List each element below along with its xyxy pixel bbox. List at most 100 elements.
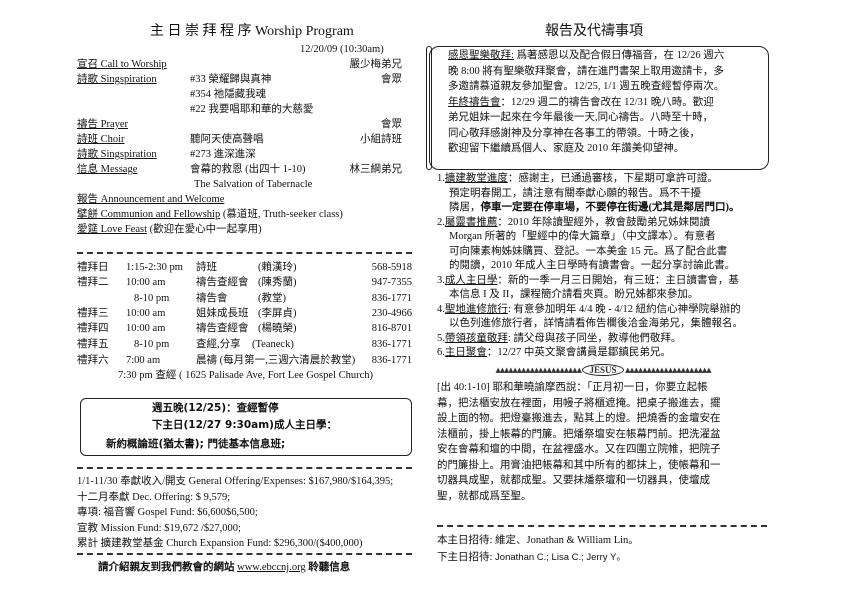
- program-item-label: 詩班 Choir: [77, 134, 125, 145]
- schedule-event: 查經,分享: [196, 339, 241, 350]
- scripture-line: 設上面的物。把燈臺搬進去，點其上的燈。把燒香的金壇安在: [437, 413, 721, 424]
- schedule-time: 7:00 am: [126, 355, 161, 366]
- program-item-label: 報告 Announcement and Welcome: [77, 194, 225, 205]
- item-number: 1.: [437, 173, 445, 184]
- schedule-contact: (Teaneck): [252, 339, 294, 350]
- announcement-item: 3.成人主日學：新的一季一月三日開始，有三班：主日讀書會，基本信息 I 及 II…: [437, 274, 743, 303]
- schedule-phone: 836-1771: [371, 339, 412, 350]
- schedule-phone: 836-1771: [371, 355, 412, 366]
- item-title: 屬靈書推薦: [444, 216, 498, 228]
- announcement-line: 2.屬靈書推薦：2010 年除讀聖經外，教會鼓勵弟兄姊妹閱讀: [437, 216, 743, 231]
- schedule-time: 10:00 am: [126, 323, 166, 334]
- schedule-contact: (教堂): [258, 293, 286, 304]
- announcement-line: 隣居，停車一定要在停車場，不要停在街邊(尤其是鄰居門口)。: [437, 201, 743, 216]
- program-item-detail: 聽阿天使高聲唱: [190, 134, 264, 145]
- schedule-phone: 836-1771: [371, 293, 412, 304]
- scripture-line: 法櫃前，掛上帳幕的門簾。把燔祭壇安在帳幕門前。把洗濯盆: [437, 428, 721, 440]
- item-title: 擴建教堂進度: [444, 173, 508, 184]
- program-title: 主 日 崇 拜 程 序 Worship Program: [150, 24, 354, 39]
- item-number: 4.: [437, 303, 445, 315]
- scripture-line: [出 40:1-10] 耶和華曉諭摩西說：「正月初一日，你要立起帳: [437, 382, 708, 393]
- announcement-text: 晚 8:00 將有聖樂敬拜聚會，請在進門書架上取用邀請卡，多: [448, 65, 724, 77]
- announcement-line: 感恩聖樂敬拜: 爲著感恩以及配合假日傳福音，在 12/26 週六: [448, 48, 724, 64]
- program-item-person: 小組詩班: [360, 134, 402, 145]
- announcement-text: ：12/29 週二的禱告會改在 12/31 晚八時。歡迎: [500, 96, 714, 108]
- program-item-detail: #22 我要唱耶和華的大慈愛: [190, 104, 314, 115]
- announcement-text: 同心敬拜感謝神及分享神在各事工的帶領。十時之後，: [448, 127, 700, 139]
- schedule-time: 1:15-2:30 pm: [126, 262, 183, 273]
- footer-text: 聆聽信息: [305, 562, 351, 573]
- program-item-label: 愛筵 Love Feast: [77, 224, 147, 235]
- program-extra-item: 報告 Announcement and Welcome: [77, 193, 224, 206]
- item-title: 帶領孩童敬拜: [444, 332, 508, 344]
- announcement-line: 1.擴建教堂進度：感謝主，已通過審核，下星期可拿許可證。: [437, 172, 743, 187]
- schedule-day: 禮拜三: [77, 308, 109, 319]
- schedule-event: 詩班: [196, 262, 217, 273]
- scripture-line: 的門簾掛上。用膏油把帳幕和其中所有的都抹上，使帳幕和一: [437, 459, 721, 471]
- website-link[interactable]: www.ebccnj.org: [237, 562, 306, 573]
- schedule-event: 晨禱 (每月第一,三週六清晨於教堂): [196, 355, 356, 366]
- service-date: 12/20/09 (10:30am): [300, 44, 384, 55]
- schedule-phone: 230-4966: [371, 308, 412, 319]
- scripture-passage: [出 40:1-10] 耶和華曉諭摩西說：「正月初一日，你要立起帳幕，把法櫃安放…: [437, 380, 721, 504]
- schedule-time: 10:00 am: [126, 277, 166, 288]
- program-item-label: 詩歌 Singspiration: [77, 74, 157, 85]
- program-extra-item: 愛筵 Love Feast (歡迎在愛心中一起享用): [77, 223, 262, 236]
- program-item-detail: 會幕的救恩 (出四十 1-10): [190, 164, 306, 175]
- item-text: 預定明春開工，請注意有關奉獻心願的報告。爲不干擾: [449, 187, 701, 199]
- scripture-line: 切器具成聖，就都成聖。又要抹燔祭壇和一切器具，使壇成: [437, 475, 710, 486]
- program-item-label: 擘餅 Communion and Fellowship: [77, 209, 221, 220]
- announcement-line: 6.主日聚會：12/27 中英文聚會講員是鄒鎮民弟兄。: [437, 346, 743, 361]
- finance-line: 專項: 福音響 Gospel Fund: $6,600$6,500;: [77, 507, 258, 518]
- announcement-text: 多邀請慕道親友參加聖會。12/25, 1/1 週五晚查經暫停兩次。: [448, 81, 725, 92]
- program-item-detail: #273 進深進深: [190, 149, 256, 160]
- program-item-detail: #33 榮耀歸與真神: [190, 74, 272, 85]
- announcement-line: 年終禱告會：12/29 週二的禱告會改在 12/31 晚八時。歡迎: [448, 95, 724, 111]
- program-item-label: 信息 Message: [77, 164, 138, 175]
- program-item-label: 詩歌 Singspiration: [77, 149, 157, 160]
- schedule-event: 禱告會: [196, 293, 228, 304]
- divider: [77, 553, 412, 555]
- item-text: ：2010 年除讀聖經外，教會鼓勵弟兄姊妹閱讀: [497, 216, 710, 228]
- item-text: 隣居，: [449, 202, 481, 213]
- schedule-contact: (賴漢玲): [258, 262, 297, 273]
- schedule-event: 禱告查經會: [196, 277, 249, 288]
- announcement-title: 感恩聖樂敬拜:: [448, 50, 514, 61]
- jesus-fish-icon: JESUS: [582, 364, 624, 376]
- program-item-person: 會眾: [381, 119, 402, 130]
- item-text: ：12/27 中英文聚會講員是鄒鎮民弟兄。: [486, 347, 671, 358]
- divider: ▴▴▴▴▴▴▴▴▴▴▴▴▴▴▴▴▴▴▴▴: [495, 365, 583, 376]
- announcement-text: 歡迎留下繼續爲個人、家庭及 2010 年讚美仰望神。: [448, 143, 685, 154]
- announcement-line: Morgan 所著的「聖經中的偉大篇章」（中文譯本）。有意者: [437, 230, 743, 245]
- schedule-day: 禮拜五: [77, 339, 109, 350]
- program-item-person: 林三綱弟兄: [349, 164, 403, 175]
- footer-text: 請介紹親友到我們教會的網站: [98, 562, 238, 573]
- announcement-line: 4.聖地進修旅行: 有意參加明年 4/4 晚 - 4/12 紐約信心神學院舉辦的: [437, 303, 743, 318]
- announcement-item: 6.主日聚會：12/27 中英文聚會講員是鄒鎮民弟兄。: [437, 346, 743, 361]
- program-item-detail: #354 祂隱藏我魂: [190, 89, 267, 100]
- notice-line: 新約概論班(猶太書); 門徒基本信息班;: [106, 438, 286, 450]
- announcement-line: 可向陳素栒姊妹購買、登記。一本美金 15 元。爲了配合此書: [437, 245, 743, 260]
- item-text: ：新的一季一月三日開始，有三班：主日讀書會，基: [497, 274, 739, 286]
- item-text: 可向陳素栒姊妹購買、登記。一本美金 15 元。爲了配合此書: [449, 245, 728, 257]
- scroll-roll: [426, 46, 432, 170]
- divider: [77, 252, 412, 254]
- item-text: 本信息 I 及 II，課程簡介請看夾頁。盼兄姊都來參加。: [449, 289, 699, 300]
- announcement-text: 爲著感恩以及配合假日傳福音，在 12/26 週六: [513, 50, 725, 61]
- item-text: : 請父母與孩子同坐，教導他們敬拜。: [507, 332, 682, 344]
- announcements-title: 報告及代禱事項: [545, 24, 643, 39]
- featured-announcement: 感恩聖樂敬拜: 爲著感恩以及配合假日傳福音，在 12/26 週六 晚 8:00 …: [448, 48, 724, 157]
- schedule-time: 10:00 am: [126, 308, 166, 319]
- program-item-detail: The Salvation of Tabernacle: [194, 179, 313, 190]
- announcement-scroll: [429, 46, 769, 170]
- announcement-line: 以色列進修旅行者，詳情請看佈告欄後洽金海弟兄，集體報名。: [437, 317, 743, 332]
- notice-line: 下主日(12/27 9:30am)成人主日學：: [152, 419, 337, 431]
- item-title: 主日聚會: [444, 347, 487, 358]
- announcement-line: 預定明春開工，請注意有關奉獻心願的報告。爲不干擾: [437, 187, 743, 202]
- announcement-line: 5.帶領孩童敬拜: 請父母與孩子同坐，教導他們敬拜。: [437, 332, 743, 347]
- schedule-row-saturday-evening: 7:30 pm 查經 ( 1625 Palisade Ave, Fort Lee…: [118, 370, 373, 381]
- item-number: 2.: [437, 216, 445, 228]
- divider: [437, 525, 767, 527]
- announcement-list: 1.擴建教堂進度：感謝主，已通過審核，下星期可拿許可證。預定明春開工，請注意有關…: [437, 172, 743, 361]
